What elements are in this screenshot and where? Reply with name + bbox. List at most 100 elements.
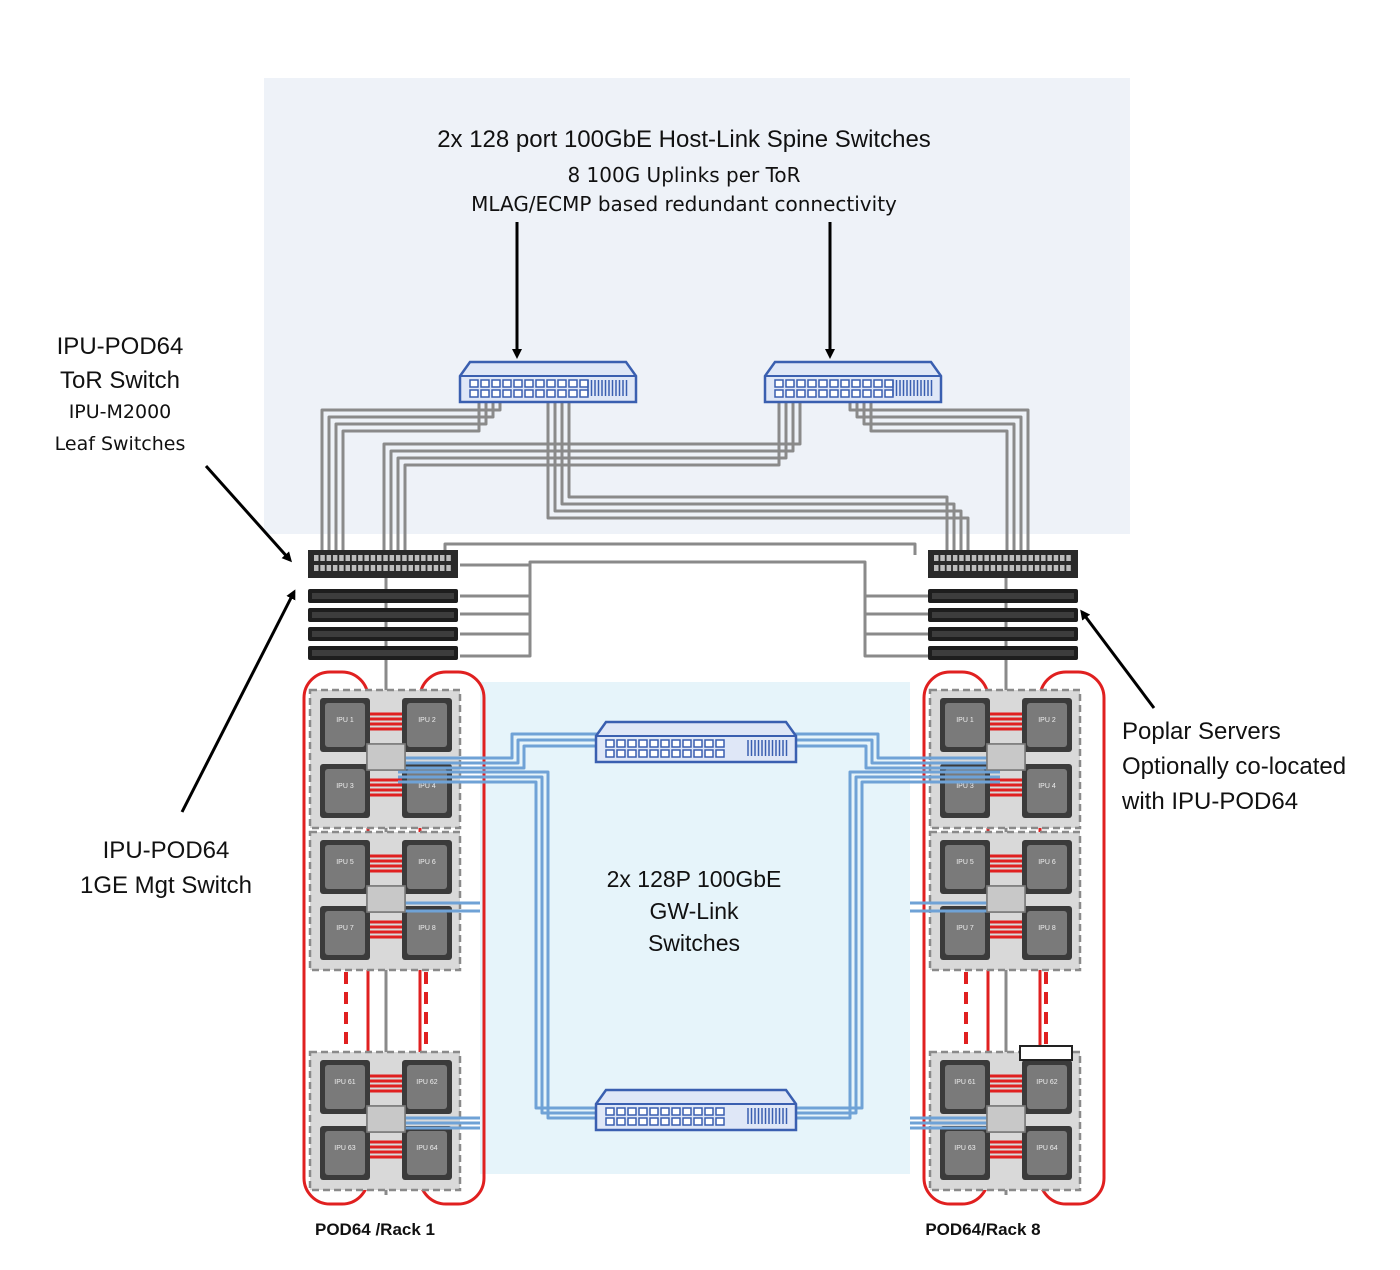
poplar-server-left <box>308 589 458 603</box>
ipu-label: IPU 62 <box>416 1079 438 1086</box>
ipu-label: IPU 1 <box>956 717 974 724</box>
tor-switch-left <box>308 550 458 578</box>
tor-port <box>940 565 945 571</box>
switch-port <box>535 379 545 388</box>
tor-port <box>1041 555 1046 561</box>
tor-port <box>345 555 350 561</box>
gw-link-r1-bottom <box>794 770 1000 1120</box>
tor-port <box>934 565 939 571</box>
uplink-s1-torR <box>560 400 956 555</box>
switch-port <box>682 739 692 748</box>
tor-interlink <box>443 542 917 555</box>
switch-port <box>524 389 534 398</box>
uplink-s2-torL <box>389 400 795 555</box>
tor-port <box>389 555 395 561</box>
ipu-chip <box>1027 769 1067 813</box>
uplink-s2-torL <box>403 400 781 555</box>
gw-link-r1-top <box>794 732 1000 760</box>
switch-port <box>616 1117 626 1126</box>
poplar-server-left <box>308 646 458 660</box>
switch-port <box>671 1107 681 1116</box>
switch-port <box>704 739 714 748</box>
uplink-s2-torR <box>869 400 1009 555</box>
gw-link-r1-top <box>794 744 1000 770</box>
switch-port <box>715 739 725 748</box>
switch-port <box>840 379 850 388</box>
ipu-chip <box>945 911 985 955</box>
tor-port <box>1009 555 1015 561</box>
switch-port <box>524 379 534 388</box>
switch-port <box>660 1117 670 1126</box>
gw-switch-2 <box>594 1088 798 1132</box>
tor-port <box>990 555 996 561</box>
tor-port <box>1028 565 1033 571</box>
tor-port <box>1053 555 1059 561</box>
tor-label-line2: ToR Switch <box>59 367 181 394</box>
tor-port <box>1066 565 1071 571</box>
switch-port <box>616 749 626 758</box>
poplar-server-right <box>928 627 1078 641</box>
gw-switch-1 <box>594 720 798 764</box>
switch-port <box>627 1107 637 1116</box>
switch-port <box>862 379 872 388</box>
switch-port <box>638 1117 648 1126</box>
switch-port <box>807 389 817 398</box>
tor-port <box>959 565 964 571</box>
switch-port <box>884 389 894 398</box>
ipu-label: IPU 5 <box>956 859 974 866</box>
tor-port <box>364 555 369 561</box>
tor-port <box>1047 555 1052 561</box>
server-crosslink <box>528 560 867 565</box>
gateway-block <box>366 743 406 771</box>
ipu-chip <box>407 1131 447 1175</box>
switch-port <box>579 389 589 398</box>
switch-port <box>660 749 670 758</box>
switch-port <box>693 1117 703 1126</box>
tor-port <box>1034 555 1040 561</box>
switch-port <box>862 389 872 398</box>
tor-port <box>421 565 426 571</box>
switch-port <box>818 389 828 398</box>
switch-port <box>469 379 479 388</box>
tor-port <box>370 555 376 561</box>
poplar-server-right <box>928 608 1078 622</box>
switch-port <box>502 379 512 388</box>
tor-port <box>440 565 445 571</box>
switch-port <box>785 379 795 388</box>
ipu-label: IPU 8 <box>418 925 436 932</box>
switch-port <box>671 749 681 758</box>
poplar-server-right <box>928 646 1078 660</box>
rack1-label: POD64 /Rack 1 <box>314 1220 435 1239</box>
uplink-s1-torL <box>327 400 495 555</box>
spine-uplinks-text: 8 100G Uplinks per ToR <box>567 163 801 187</box>
gateway-block <box>986 743 1026 771</box>
ipu-chip <box>407 1065 447 1109</box>
poplar-server-right <box>928 589 1078 603</box>
tor-port <box>1060 565 1065 571</box>
ipu-chip <box>407 703 447 747</box>
switch-port <box>671 1117 681 1126</box>
arrow-mgt <box>180 589 296 813</box>
switch-port <box>605 739 615 748</box>
ipu-label: IPU 5 <box>336 859 354 866</box>
gw-link-r1-bottom <box>794 780 1000 1110</box>
tor-port <box>997 555 1002 561</box>
tor-port <box>952 565 958 571</box>
tor-port <box>414 555 420 561</box>
switch-port <box>704 749 714 758</box>
switch-port <box>649 749 659 758</box>
uplink-s2-torR <box>848 400 1030 555</box>
switch-port <box>884 379 894 388</box>
tor-port <box>358 565 363 571</box>
switch-port <box>840 389 850 398</box>
uplink-s1-torL <box>320 400 502 555</box>
tor-port <box>1047 565 1052 571</box>
ipu-chip <box>945 1065 985 1109</box>
mgt-label-line1: IPU-POD64 <box>102 837 230 864</box>
tor-port <box>1034 565 1040 571</box>
tor-port <box>1015 565 1021 571</box>
switch-port <box>513 379 523 388</box>
ipu-chip <box>1027 703 1067 747</box>
tor-port <box>332 565 338 571</box>
